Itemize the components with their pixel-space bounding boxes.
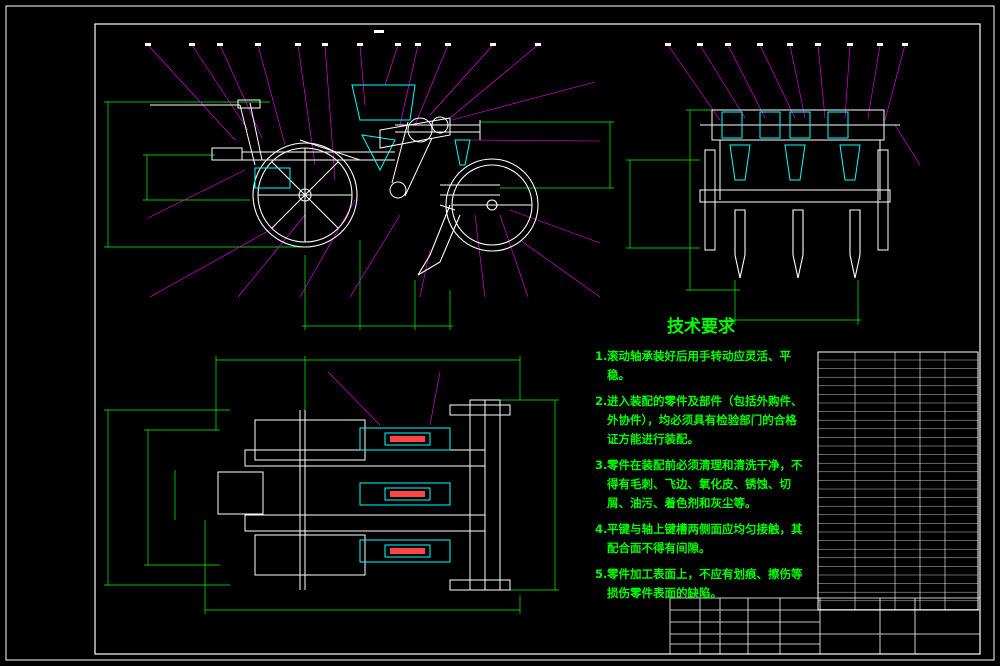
- parts-list: [817, 351, 979, 611]
- requirement-text: 进入装配的零件及部件（包括外购件、外协件），均必须具有检验部门的合格证方能进行装…: [607, 394, 803, 446]
- requirement-text: 滚动轴承装好后用手转动应灵活、平稳。: [607, 349, 791, 382]
- requirement-text: 零件加工表面上，不应有划痕、擦伤等损伤零件表面的缺陷。: [607, 567, 803, 600]
- top-view: [104, 356, 559, 614]
- requirement-item: 4.平键与轴上键槽两侧面应均匀接触，其配合面不得有间隙。: [595, 522, 803, 555]
- requirement-text: 零件在装配前必须清理和清洗干净，不得有毛刺、飞边、氧化皮、锈蚀、切屑、油污、着色…: [607, 458, 803, 510]
- requirement-item: 1.滚动轴承装好后用手转动应灵活、平稳。: [595, 349, 791, 382]
- front-view: [104, 30, 614, 330]
- title-block: [669, 597, 981, 655]
- side-view: [626, 43, 921, 325]
- requirement-text: 平键与轴上键槽两侧面应均匀接触，其配合面不得有间隙。: [607, 522, 803, 555]
- drawing-border-inner: [94, 23, 981, 655]
- requirement-item: 5.零件加工表面上，不应有划痕、擦伤等损伤零件表面的缺陷。: [595, 567, 803, 600]
- requirements-title: 技术要求: [667, 317, 735, 337]
- drawing-border-outer: [5, 5, 995, 661]
- requirement-item: 3.零件在装配前必须清理和清洗干净，不得有毛刺、飞边、氧化皮、锈蚀、切屑、油污、…: [595, 458, 803, 510]
- technical-requirements: 技术要求 1.滚动轴承装好后用手转动应灵活、平稳。 2.进入装配的零件及部件（包…: [595, 312, 805, 610]
- requirement-item: 2.进入装配的零件及部件（包括外购件、外协件），均必须具有检验部门的合格证方能进…: [595, 394, 803, 446]
